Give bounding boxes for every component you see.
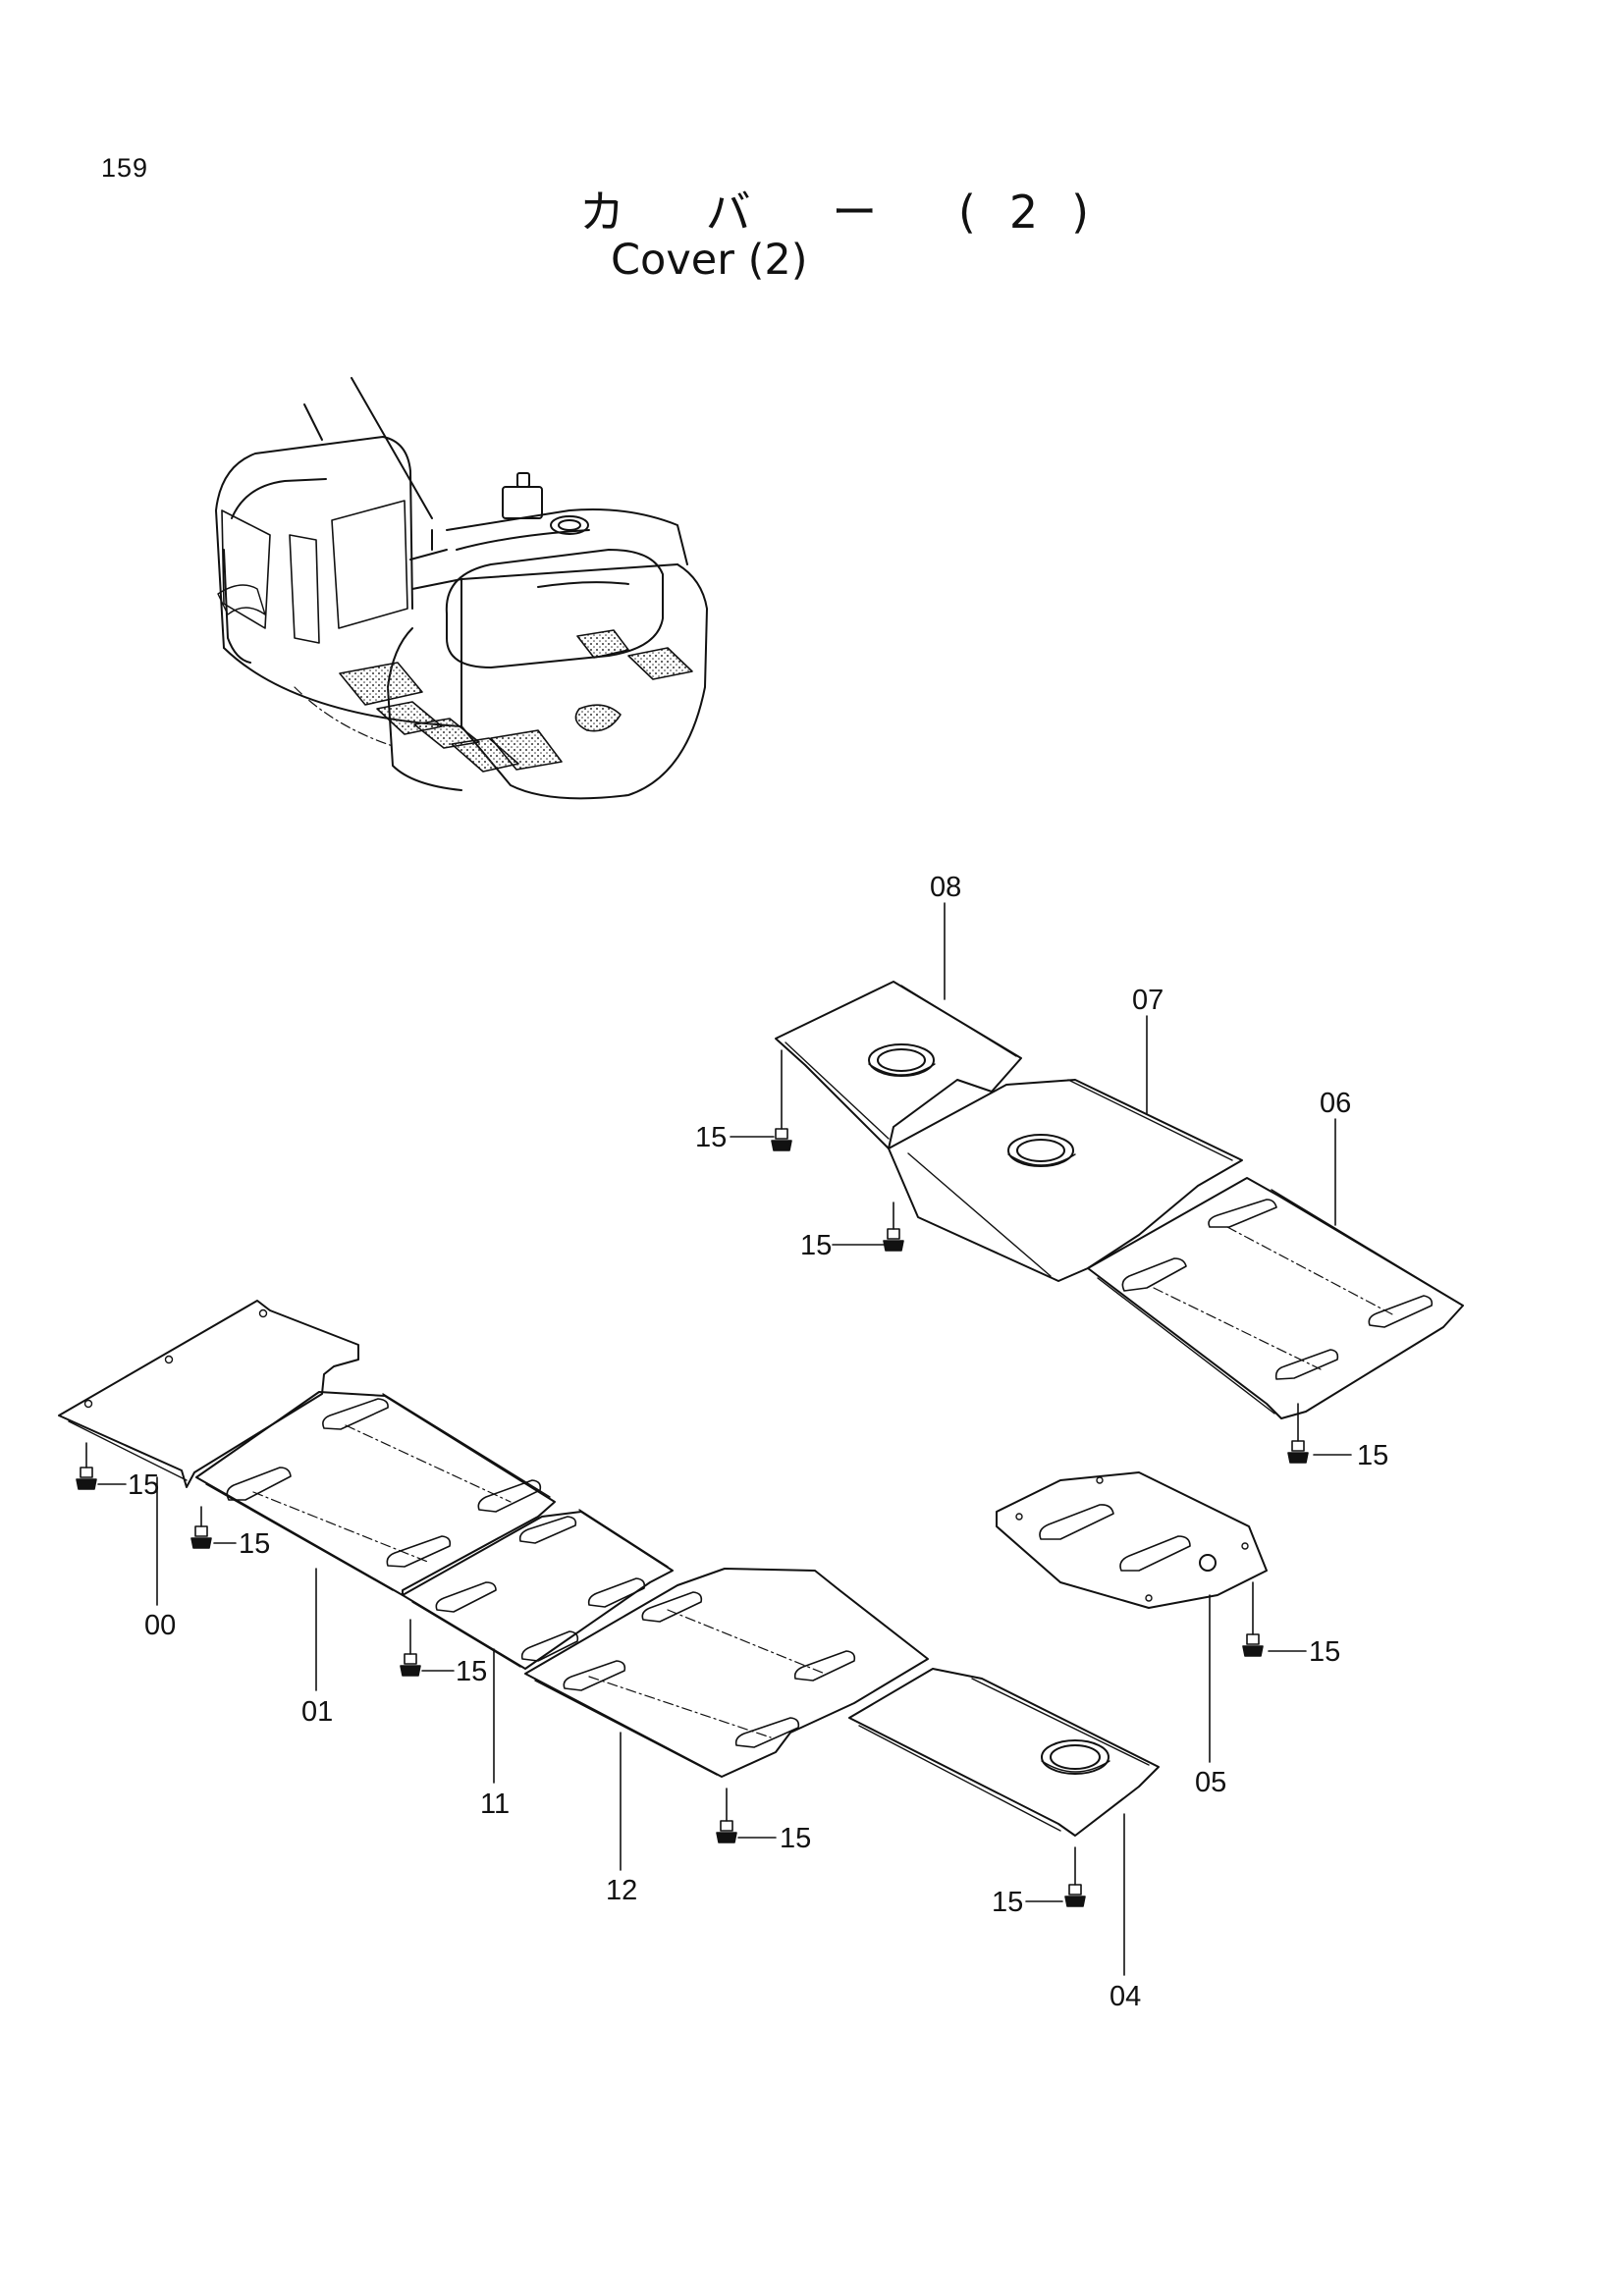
bolt-icon xyxy=(400,1619,421,1677)
page-title-english: Cover (2) xyxy=(611,236,808,285)
callout-11: 11 xyxy=(480,1789,510,1820)
callout-04: 04 xyxy=(1110,1981,1141,2012)
bolt-icon xyxy=(190,1506,212,1549)
callout-00: 00 xyxy=(144,1610,176,1641)
cover-assembly-upper xyxy=(775,981,1464,1419)
cover-plate-11 xyxy=(402,1511,674,1670)
cover-plate-00 xyxy=(58,1300,359,1488)
bolt-icons xyxy=(76,1049,1309,1907)
callout-15-lower-second: 15 xyxy=(239,1528,270,1560)
callout-15-upper-mid: 15 xyxy=(800,1230,832,1261)
callout-15-upper-right: 15 xyxy=(1357,1440,1388,1471)
callout-01: 01 xyxy=(301,1696,333,1728)
callout-15-lower-third: 15 xyxy=(456,1656,487,1687)
excavator-overview-illustration xyxy=(215,377,708,800)
cover-plate-07 xyxy=(888,1079,1243,1282)
callout-07: 07 xyxy=(1132,985,1164,1016)
callout-15-plate-05: 15 xyxy=(1309,1636,1340,1668)
bolt-icon xyxy=(76,1442,97,1490)
callout-15-lower-left: 15 xyxy=(128,1469,159,1501)
bolt-icon xyxy=(716,1788,737,1843)
callout-labels: 08 07 06 15 15 15 15 15 15 15 15 15 00 0… xyxy=(128,872,1388,2012)
bolt-icon xyxy=(883,1201,904,1252)
cover-plate-05 xyxy=(996,1471,1268,1609)
page-number: 159 xyxy=(101,153,149,183)
cover-plate-01 xyxy=(195,1391,556,1596)
cover-plate-06 xyxy=(1087,1177,1464,1419)
callout-08: 08 xyxy=(930,872,961,903)
bolt-icon xyxy=(1242,1581,1264,1657)
callout-15-lower-right: 15 xyxy=(992,1887,1023,1918)
callout-15-lower-fourth: 15 xyxy=(780,1823,811,1854)
leader-lines xyxy=(97,902,1352,1976)
cover-plate-12 xyxy=(524,1568,929,1778)
callout-15-upper-left: 15 xyxy=(695,1122,727,1153)
bolt-icon xyxy=(1287,1403,1309,1464)
cover-plate-08 xyxy=(775,981,1022,1149)
callout-12: 12 xyxy=(606,1875,637,1906)
cover-plate-04 xyxy=(848,1668,1160,1837)
page-title-japanese: カ バ ー (2) xyxy=(579,186,1123,239)
cover-assembly-lower xyxy=(58,1300,1160,1837)
callout-06: 06 xyxy=(1320,1088,1351,1119)
bolt-icon xyxy=(771,1049,792,1151)
callout-05: 05 xyxy=(1195,1767,1226,1798)
bolt-icon xyxy=(1064,1846,1086,1907)
